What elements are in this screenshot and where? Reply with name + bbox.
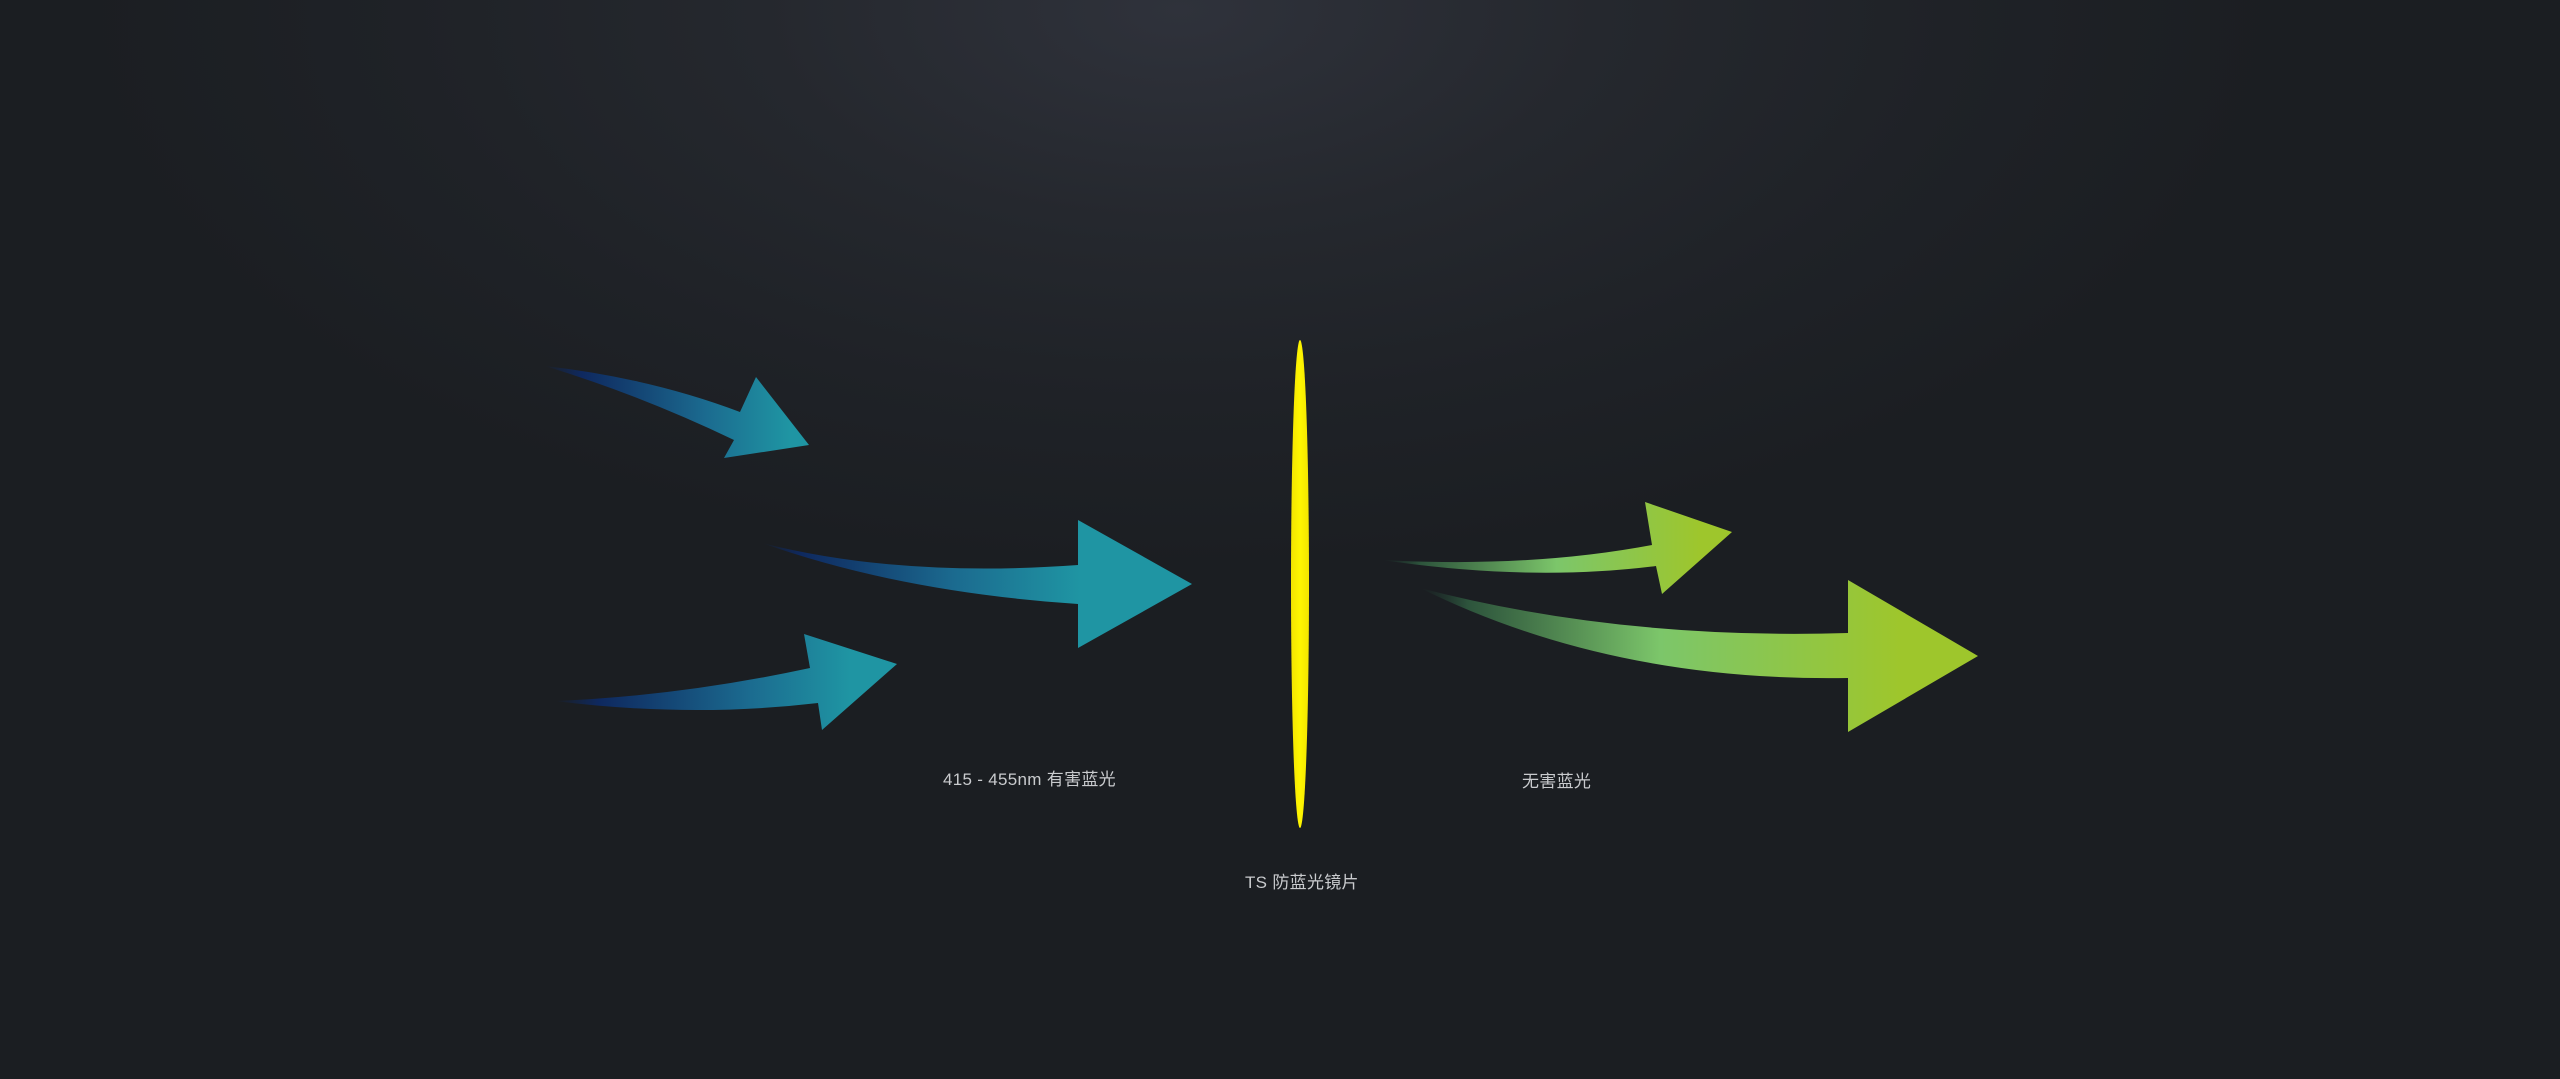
incoming-arrow-middle [762, 520, 1192, 648]
harmful-blue-light-label: 415 - 455nm 有害蓝光 [943, 770, 1116, 789]
outgoing-arrow-top [1382, 502, 1732, 594]
incoming-arrow-top [545, 366, 809, 458]
outgoing-arrow-bottom [1420, 580, 1978, 732]
filter-lens [1291, 340, 1309, 828]
incoming-arrow-bottom [555, 634, 897, 730]
lens-label: TS 防蓝光镜片 [1245, 873, 1359, 892]
harmless-blue-light-label: 无害蓝光 [1522, 772, 1592, 791]
